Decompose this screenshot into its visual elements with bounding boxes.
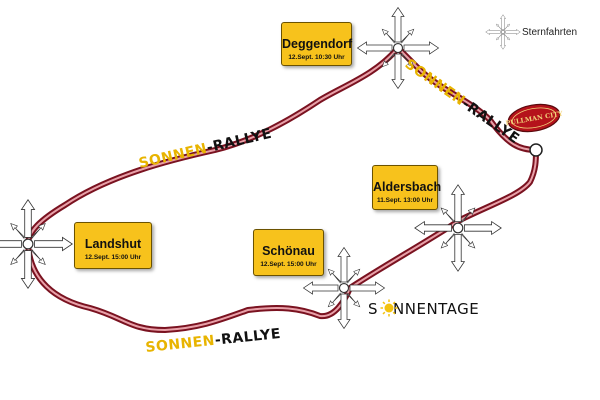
sonnentage-text-end: NNENTAGE xyxy=(393,300,479,318)
rally-label-part-2: EN xyxy=(184,141,209,162)
rally-label-part-2: EN xyxy=(192,333,216,351)
rally-route-line xyxy=(25,45,539,333)
rally-label-bottom: SONNEN-RALLYE xyxy=(145,326,282,356)
rally-label-part-1: SONN xyxy=(145,335,194,356)
town-sign-schoenau: Schönau 12.Sept. 15:00 Uhr xyxy=(253,229,324,276)
pullman-city-logo-icon: PULLMAN CITY xyxy=(505,103,564,133)
town-name: Schönau xyxy=(262,244,315,258)
rally-label-part-1: SONN xyxy=(137,146,187,172)
destination-marker xyxy=(529,143,543,157)
town-date: 12.Sept. 15:00 Uhr xyxy=(84,254,142,261)
rally-label-part-3: -RALLYE xyxy=(205,126,273,157)
rally-label-part-1: SONN xyxy=(402,56,450,96)
town-name: Landshut xyxy=(84,237,142,251)
town-date: 11.Sept. 13:00 Uhr xyxy=(377,197,433,204)
legend-star-icon xyxy=(485,14,521,50)
town-sign-aldersbach: Aldersbach 11.Sept. 13:00 Uhr xyxy=(372,165,442,210)
town-date: 12.Sept. 15:00 Uhr xyxy=(260,261,317,268)
svg-text:SONNEN-RALLYE: SONNEN-RALLYE xyxy=(145,326,282,356)
town-sign-deggendorf: Deggendorf 12.Sept. 10:30 Uhr xyxy=(281,22,352,66)
legend-label: Sternfahrten xyxy=(522,27,578,38)
rally-label-right: SONNEN-RALLYE xyxy=(402,56,523,147)
svg-text:SONNEN-RALLYE: SONNEN-RALLYE xyxy=(137,126,273,172)
town-date: 12.Sept. 10:30 Uhr xyxy=(288,54,345,61)
town-name: Deggendorf xyxy=(282,37,353,51)
svg-text:SONNEN-RALLYE: SONNEN-RALLYE xyxy=(402,56,523,147)
rally-label-part-3: -RALLYE xyxy=(214,326,282,349)
sonnentage-logo: S NNENTAGE xyxy=(368,299,479,318)
sun-icon xyxy=(380,299,398,317)
town-name: Aldersbach xyxy=(373,180,442,194)
rally-label-top: SONNEN-RALLYE xyxy=(137,126,273,172)
sonnentage-text-start: S xyxy=(368,300,378,318)
town-sign-landshut: Landshut 12.Sept. 15:00 Uhr xyxy=(74,222,152,269)
